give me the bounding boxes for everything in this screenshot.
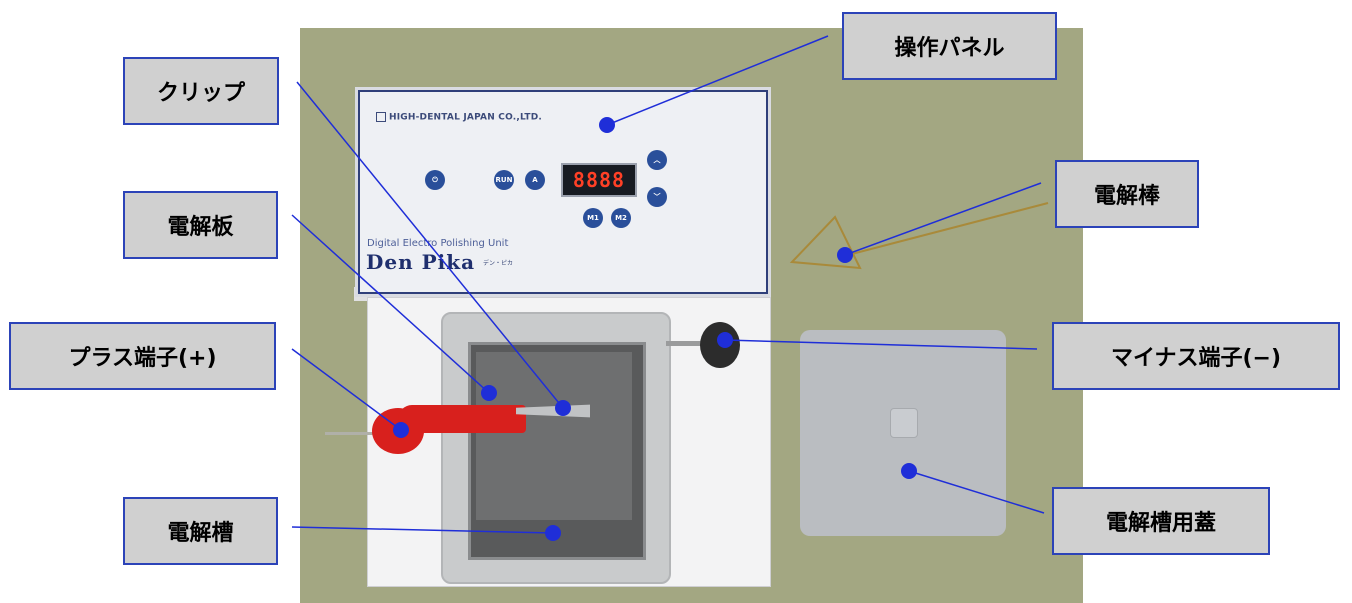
- m1-button[interactable]: M1: [583, 208, 603, 228]
- power-button[interactable]: ⏻: [425, 170, 445, 190]
- clip-jaw: [516, 404, 590, 418]
- label-operation-panel: 操作パネル: [842, 12, 1057, 80]
- label-electrolytic-tank: 電解槽: [123, 497, 278, 565]
- down-button[interactable]: ﹀: [647, 187, 667, 207]
- label-electrolytic-plate: 電解板: [123, 191, 278, 259]
- a-button[interactable]: A: [525, 170, 545, 190]
- maker-name: HIGH-DENTAL JAPAN CO.,LTD.: [376, 112, 542, 123]
- operation-panel: [358, 90, 768, 294]
- marker-operation-panel: [599, 117, 615, 133]
- maker-logo-icon: [376, 112, 386, 122]
- marker-dots: [393, 117, 917, 541]
- label-minus-terminal: マイナス端子(−): [1052, 322, 1340, 390]
- marker-electrolytic-rod: [837, 247, 853, 263]
- leader-line-operation-panel: [606, 35, 829, 126]
- label-tank-lid: 電解槽用蓋: [1052, 487, 1270, 555]
- digital-display: 8888: [561, 163, 637, 197]
- brand-name: Den Pika: [366, 250, 476, 274]
- marker-electrolytic-plate: [481, 385, 497, 401]
- leader-line-electrolytic-plate: [291, 214, 490, 394]
- leader-line-tank-lid: [908, 470, 1045, 514]
- m2-button[interactable]: M2: [611, 208, 631, 228]
- brand-sub: デン・ピカ: [483, 260, 514, 267]
- leader-line-minus-terminal: [724, 339, 1038, 350]
- run-button[interactable]: RUN: [494, 170, 514, 190]
- label-clip: クリップ: [123, 57, 279, 125]
- lid-knob: [890, 408, 918, 438]
- leader-line-plus-terminal: [291, 348, 402, 431]
- maker-text: HIGH-DENTAL JAPAN CO.,LTD.: [389, 112, 543, 123]
- marker-electrolytic-tank: [545, 525, 561, 541]
- leader-lines: [291, 35, 1045, 534]
- leader-line-electrolytic-tank: [291, 526, 554, 534]
- plus-terminal-grip: [398, 405, 526, 433]
- label-plus-terminal: プラス端子(+): [9, 322, 276, 390]
- electrolytic-rod-drawing: [789, 202, 1049, 270]
- leader-line-clip: [296, 81, 564, 409]
- minus-terminal-rod: [666, 341, 704, 346]
- marker-tank-lid: [901, 463, 917, 479]
- marker-clip: [555, 400, 571, 416]
- label-electrolytic-rod: 電解棒: [1055, 160, 1199, 228]
- up-button[interactable]: ︿: [647, 150, 667, 170]
- electrolytic-plate: [476, 352, 632, 520]
- leader-line-electrolytic-rod: [844, 182, 1042, 256]
- marker-plus-terminal: [393, 422, 409, 438]
- plus-terminal-pin: [325, 432, 375, 435]
- marker-minus-terminal: [717, 332, 733, 348]
- product-line: Digital Electro Polishing Unit: [367, 238, 509, 249]
